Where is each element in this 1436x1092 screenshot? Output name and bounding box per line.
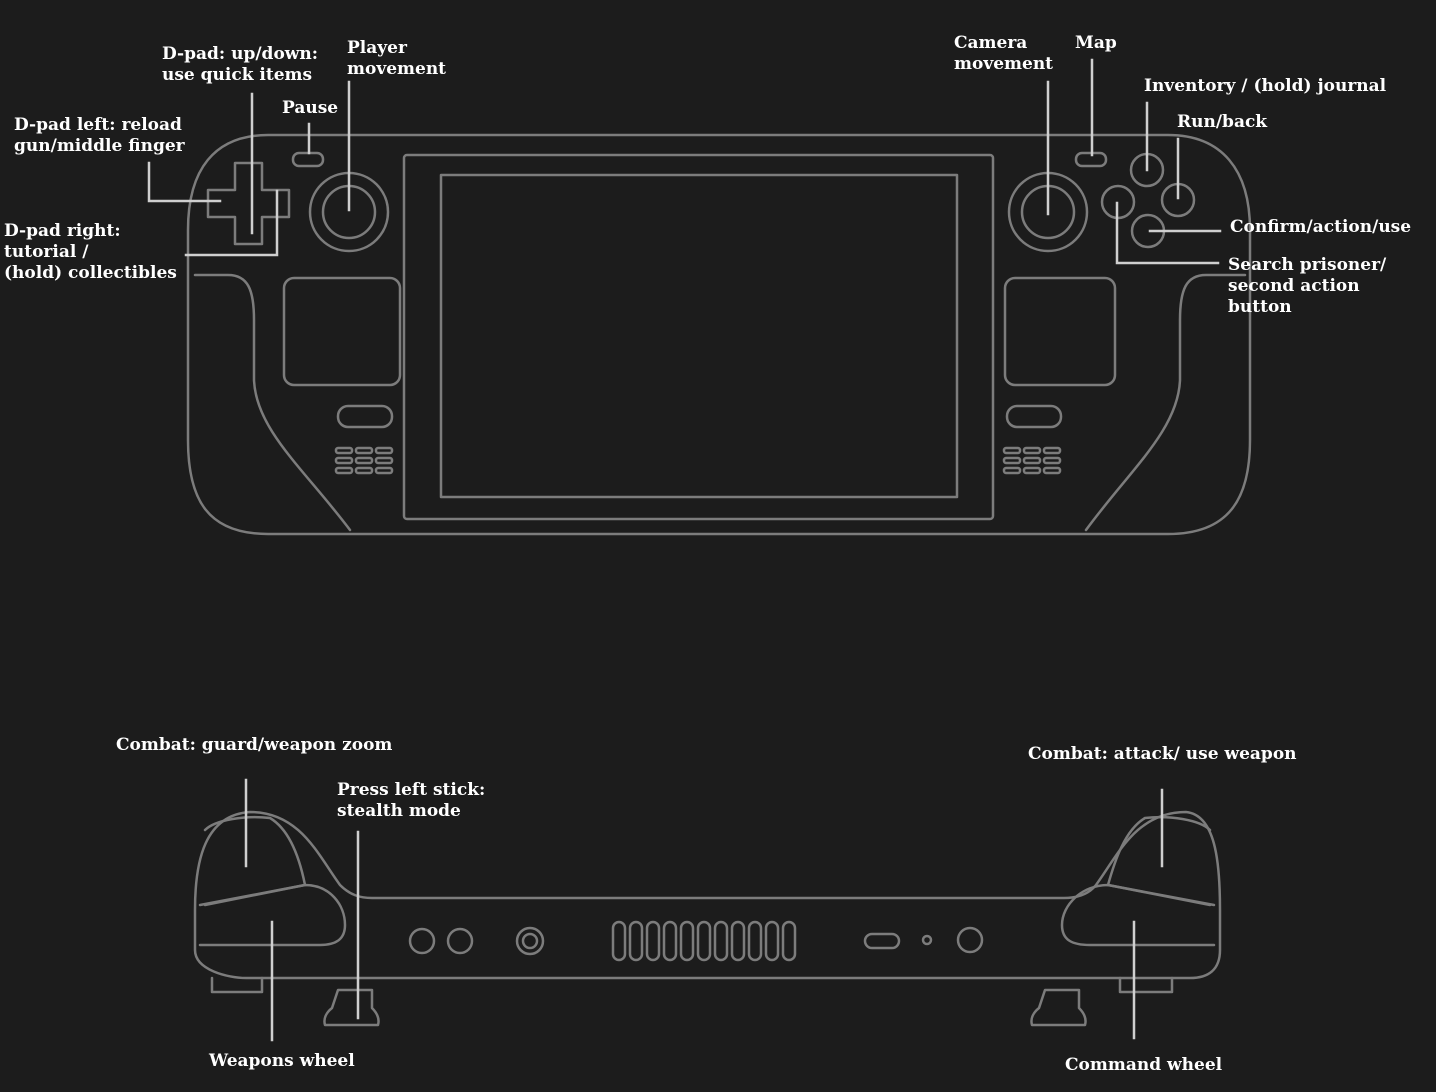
label-line: (hold) collectibles (4, 263, 177, 283)
label-line: second action (1228, 276, 1360, 296)
label-line: Inventory / (hold) journal (1144, 76, 1387, 96)
left-trackpad (282, 276, 402, 387)
power-button (515, 926, 545, 956)
left-foot (210, 976, 264, 994)
label-line: Press left stick: (337, 780, 486, 800)
label-line: Pause (282, 98, 339, 118)
left-grip-contour (193, 273, 352, 532)
right-stick-nub (1030, 988, 1087, 1027)
label-search-prisoner: Search prisoner/ second action button (1228, 255, 1386, 318)
right-bumper-outline (1060, 883, 1216, 947)
label-line: stealth mode (337, 801, 461, 821)
headphone-jack (956, 926, 984, 954)
dpad (206, 161, 291, 246)
label-pause: Pause (282, 98, 338, 119)
top-body-outline (193, 810, 1222, 980)
label-map: Map (1075, 33, 1117, 54)
label-line: Confirm/action/use (1230, 217, 1412, 237)
label-line: Weapons wheel (209, 1051, 355, 1071)
right-menu-button (1005, 404, 1063, 429)
device-body-outline (186, 133, 1252, 536)
label-weapons-wheel: Weapons wheel (209, 1051, 355, 1072)
left-trigger-outline (203, 815, 307, 907)
leader-dpad-left (147, 161, 222, 203)
label-dpad-up-down: D-pad: up/down: use quick items (162, 44, 318, 86)
label-line: Run/back (1177, 112, 1268, 132)
left-stick-nub (323, 988, 380, 1027)
top-view (193, 810, 1222, 1027)
label-line: D-pad: up/down: (162, 44, 319, 64)
label-line: D-pad right: (4, 221, 121, 241)
usb-c-port (863, 932, 901, 950)
left-menu-button (336, 404, 394, 429)
label-line: use quick items (162, 65, 313, 85)
label-line: Command wheel (1065, 1055, 1223, 1075)
label-line: D-pad left: reload (14, 115, 182, 135)
top-vent (611, 920, 797, 962)
pause-button (291, 151, 325, 168)
label-combat-guard: Combat: guard/weapon zoom (116, 735, 392, 756)
label-line: Combat: guard/weapon zoom (116, 735, 393, 755)
label-run-back: Run/back (1177, 112, 1267, 133)
right-speaker-grille (1002, 446, 1062, 475)
front-view (186, 133, 1252, 536)
label-confirm: Confirm/action/use (1230, 217, 1411, 238)
right-foot (1118, 976, 1174, 994)
right-trackpad (1003, 276, 1117, 387)
label-line: tutorial / (4, 242, 89, 262)
label-dpad-right: D-pad right: tutorial / (hold) collectib… (4, 221, 177, 284)
label-camera-movement: Camera movement (954, 33, 1053, 75)
label-press-left-stick: Press left stick: stealth mode (337, 780, 485, 822)
status-led (921, 934, 933, 946)
label-line: Search prisoner/ (1228, 255, 1387, 275)
label-combat-attack: Combat: attack/ use weapon (1028, 744, 1297, 765)
leader-dpad-right (184, 189, 279, 257)
screen-bezel (402, 153, 995, 521)
leader-lines (147, 58, 1222, 1042)
label-line: button (1228, 297, 1292, 317)
label-command-wheel: Command wheel (1065, 1055, 1222, 1076)
label-line: Camera (954, 33, 1028, 53)
left-bumper-outline (198, 883, 347, 947)
label-line: movement (954, 54, 1054, 74)
label-line: gun/middle finger (14, 136, 185, 156)
label-dpad-left: D-pad left: reload gun/middle finger (14, 115, 185, 157)
label-inventory: Inventory / (hold) journal (1144, 76, 1386, 97)
volume-up-button (446, 927, 474, 955)
label-player-movement: Player movement (347, 38, 446, 80)
label-line: Player (347, 38, 407, 58)
label-line: Combat: attack/ use weapon (1028, 744, 1297, 764)
label-line: Map (1075, 33, 1117, 53)
leader-search-prisoner (1115, 201, 1220, 265)
label-line: movement (347, 59, 447, 79)
right-grip-contour (1084, 273, 1247, 532)
left-speaker-grille (334, 446, 394, 475)
right-trigger-outline (1106, 815, 1212, 907)
volume-down-button (408, 927, 436, 955)
screen-display (439, 173, 959, 499)
